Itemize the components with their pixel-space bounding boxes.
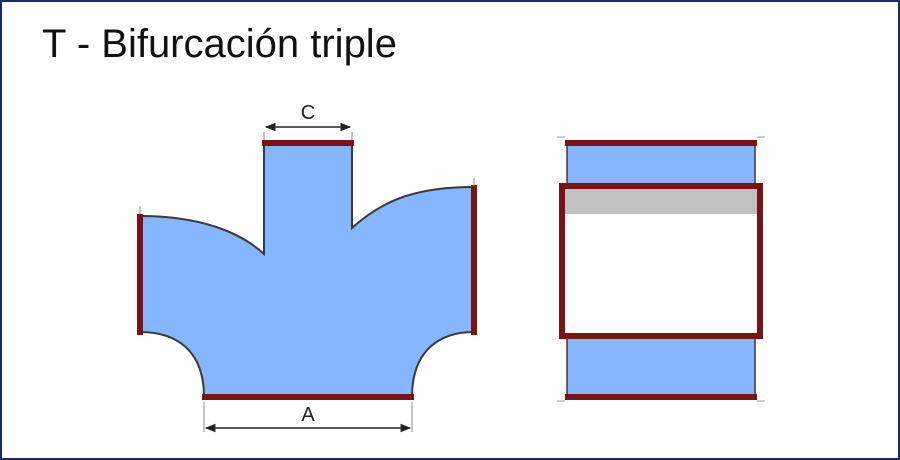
right-flange	[471, 185, 477, 335]
diagram-title: T - Bifurcación triple	[42, 22, 397, 66]
left-flange	[137, 214, 143, 335]
extension-lines	[139, 132, 475, 432]
side-view-extension-lines	[557, 136, 765, 402]
front-view-duct-body	[139, 142, 475, 398]
top-flange	[262, 140, 354, 146]
bottom-flange	[202, 394, 414, 400]
side-view	[557, 136, 765, 402]
dimension-c-label: C	[301, 102, 315, 124]
dimension-a-label: A	[301, 404, 315, 426]
front-view: C A	[137, 102, 477, 433]
opening-shadow-band	[565, 189, 757, 214]
side-view-bottom-flange	[565, 394, 757, 400]
side-view-top-flange	[565, 140, 757, 146]
